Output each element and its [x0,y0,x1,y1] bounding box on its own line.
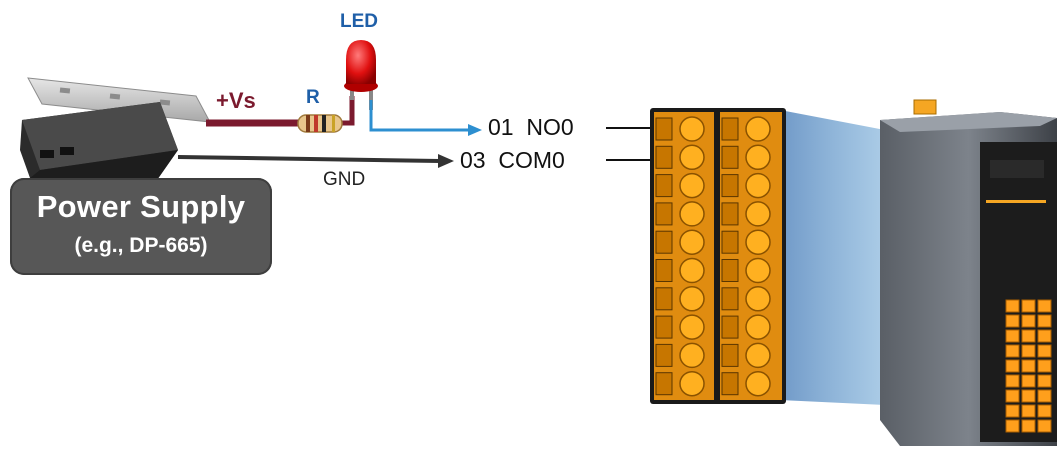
device-connector-pin [1005,314,1020,328]
device-connector-pin [1005,329,1020,343]
terminal-screw [679,257,705,284]
device-connector-pin [1021,329,1036,343]
led-label: LED [340,11,378,32]
device-connector-pin [1037,299,1052,313]
terminal-slot [655,117,673,141]
no0-wire [369,100,482,136]
terminal-slot [721,372,739,396]
device-connector-pin [1037,344,1052,358]
io-module-device [880,99,1057,446]
terminal-screw [745,370,771,397]
terminal-slot [655,145,673,169]
terminal-slot [655,259,673,282]
terminal-slot [655,202,673,226]
device-connector-pin [1037,359,1052,373]
terminal-screw [745,257,771,284]
terminal-screw [679,314,705,340]
device-connector-pin [1005,344,1020,358]
device-connector-pin [1037,404,1052,418]
device-connector-pin [1021,374,1036,388]
vs-wire [206,96,355,127]
device-connector-pin [1037,329,1052,343]
device-connector-pin [1005,389,1020,403]
device-connector-pin [1021,344,1036,358]
terminal-slot [721,202,739,226]
device-connector-pin [1037,389,1052,403]
terminal-slot [721,230,739,254]
device-connector-pin [1005,404,1020,418]
terminal-screw [745,342,771,369]
terminal-screw [679,201,705,227]
device-connector-pin [1005,419,1020,433]
terminal-slot [655,174,673,198]
resistor-label: R [306,87,320,108]
supply-voltage-label: +Vs [216,88,256,113]
led-icon [344,40,378,110]
terminal-screw [745,229,771,255]
power-supply-model: (e.g., DP-665) [74,234,208,257]
terminal-slot [721,117,739,141]
device-connector-pin [1005,299,1020,313]
ground-label: GND [323,169,366,190]
terminal-slot [721,174,739,198]
device-connector-pin [1021,389,1036,403]
power-supply-title: Power Supply [36,189,246,224]
terminal-slot [655,287,673,311]
terminal-slot [721,287,739,311]
terminal-block [650,108,786,404]
gnd-wire [177,154,454,168]
device-connector-pin [1021,314,1036,328]
terminal-screw [745,201,771,227]
terminal-screw [679,342,705,369]
terminal-screw [745,144,771,171]
device-connector-pin [1037,314,1052,328]
terminal-screw [745,314,771,340]
power-supply-callout: Power Supply (e.g., DP-665) [10,178,272,275]
device-connector-pin [1021,359,1036,373]
device-connector-pin [1021,299,1036,313]
terminal-screw [745,286,771,312]
terminal-screw [679,144,705,171]
terminal-com0-label: 03 COM0 [460,147,565,173]
power-supply-unit [20,77,211,190]
terminal-slot [655,372,673,396]
terminal-no0-label: 01 NO0 [488,114,574,140]
terminal-slot [721,343,739,367]
device-connector-pin [1021,404,1036,418]
terminal-screw [679,116,705,142]
device-connector-pin [1005,374,1020,388]
terminal-slot [721,315,739,339]
terminal-slot [721,145,739,169]
device-connector-pin [1021,419,1036,433]
terminal-slot [721,259,739,282]
device-connector-pin [1037,419,1052,433]
terminal-slot [655,230,673,254]
terminal-screw [679,229,705,255]
terminal-screw [679,370,705,397]
device-connector-pin [1005,359,1020,373]
terminal-slot [655,343,673,367]
resistor-icon [297,114,343,133]
terminal-screw [745,172,771,199]
terminal-screw [745,116,771,142]
device-connector-pin [1037,374,1052,388]
terminal-screw [679,172,705,199]
terminal-screw [679,286,705,312]
terminal-slot [655,315,673,339]
